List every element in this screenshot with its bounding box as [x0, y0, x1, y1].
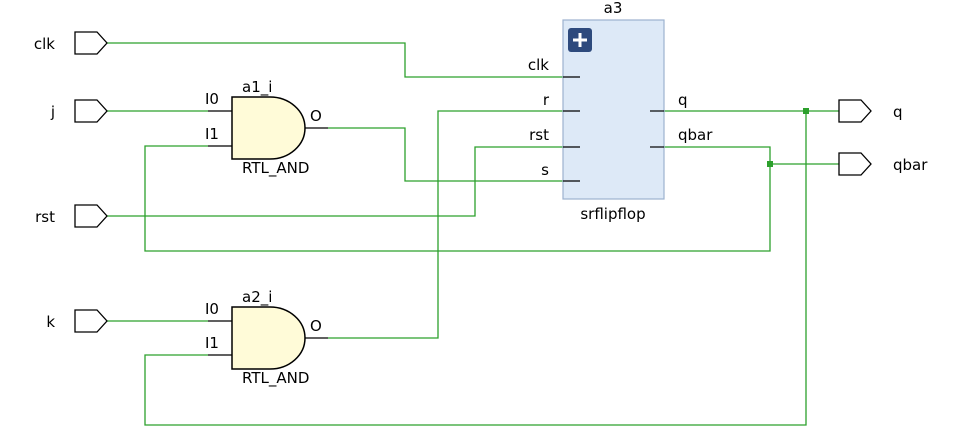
and-gate-a1-symbol[interactable]: [231, 96, 306, 160]
gate-a1-type-label: RTL_AND: [242, 159, 309, 178]
input-port-rst-label: rst: [35, 208, 55, 226]
flipflop-expand-button[interactable]: [568, 28, 592, 52]
junction-q: [803, 108, 809, 114]
wires: [107, 42, 839, 426]
input-port-j-label: j: [50, 103, 55, 121]
output-port-q[interactable]: q: [838, 99, 903, 123]
flipflop-pin-clk: clk: [528, 56, 549, 74]
junction-qbar: [767, 161, 773, 167]
flipflop-instance-label: a3: [604, 0, 623, 17]
net-a1-out[interactable]: [328, 127, 563, 182]
flipflop-module-label: srflipflop: [580, 205, 645, 223]
net-q-feedback[interactable]: [144, 111, 807, 426]
gate-a1-pin-o: O: [310, 107, 322, 125]
gate-a1[interactable]: a1_i RTL_AND I0 I1 O: [205, 78, 328, 178]
plus-icon: [573, 33, 587, 47]
gate-a1-pin-i0: I0: [205, 90, 219, 108]
input-port-j[interactable]: j: [50, 99, 108, 123]
flipflop-a3[interactable]: a3 srflipflop clk r rst s q qbar: [528, 0, 713, 223]
gate-a2[interactable]: a2_i RTL_AND I0 I1 O: [205, 288, 328, 388]
input-port-k-label: k: [46, 313, 55, 331]
flipflop-pin-rst: rst: [529, 126, 549, 144]
gate-a2-pin-o: O: [310, 317, 322, 335]
gate-a1-pin-i1: I1: [205, 125, 219, 143]
net-a2-out[interactable]: [328, 110, 563, 339]
net-qbar-feedback[interactable]: [144, 145, 771, 252]
and-gate-a2-symbol[interactable]: [231, 306, 306, 370]
flipflop-pin-s: s: [541, 161, 549, 179]
flipflop-pin-qbar: qbar: [678, 126, 713, 144]
flipflop-pin-r: r: [543, 91, 550, 109]
net-qbar[interactable]: [650, 146, 839, 165]
gate-a2-pin-i0: I0: [205, 300, 219, 318]
input-port-clk[interactable]: clk: [34, 31, 108, 55]
input-port-k[interactable]: k: [46, 309, 108, 333]
input-port-rst[interactable]: rst: [35, 204, 108, 228]
output-port-q-label: q: [893, 103, 903, 121]
input-port-clk-label: clk: [34, 35, 55, 53]
gate-a2-pin-i1: I1: [205, 334, 219, 352]
gate-a2-type-label: RTL_AND: [242, 369, 309, 388]
gate-a1-instance-label: a1_i: [242, 78, 272, 97]
output-port-qbar-label: qbar: [893, 156, 928, 174]
net-clk[interactable]: [107, 42, 563, 78]
flipflop-pin-q: q: [678, 91, 688, 109]
output-port-qbar[interactable]: qbar: [838, 152, 928, 176]
gate-a2-instance-label: a2_i: [242, 288, 272, 307]
